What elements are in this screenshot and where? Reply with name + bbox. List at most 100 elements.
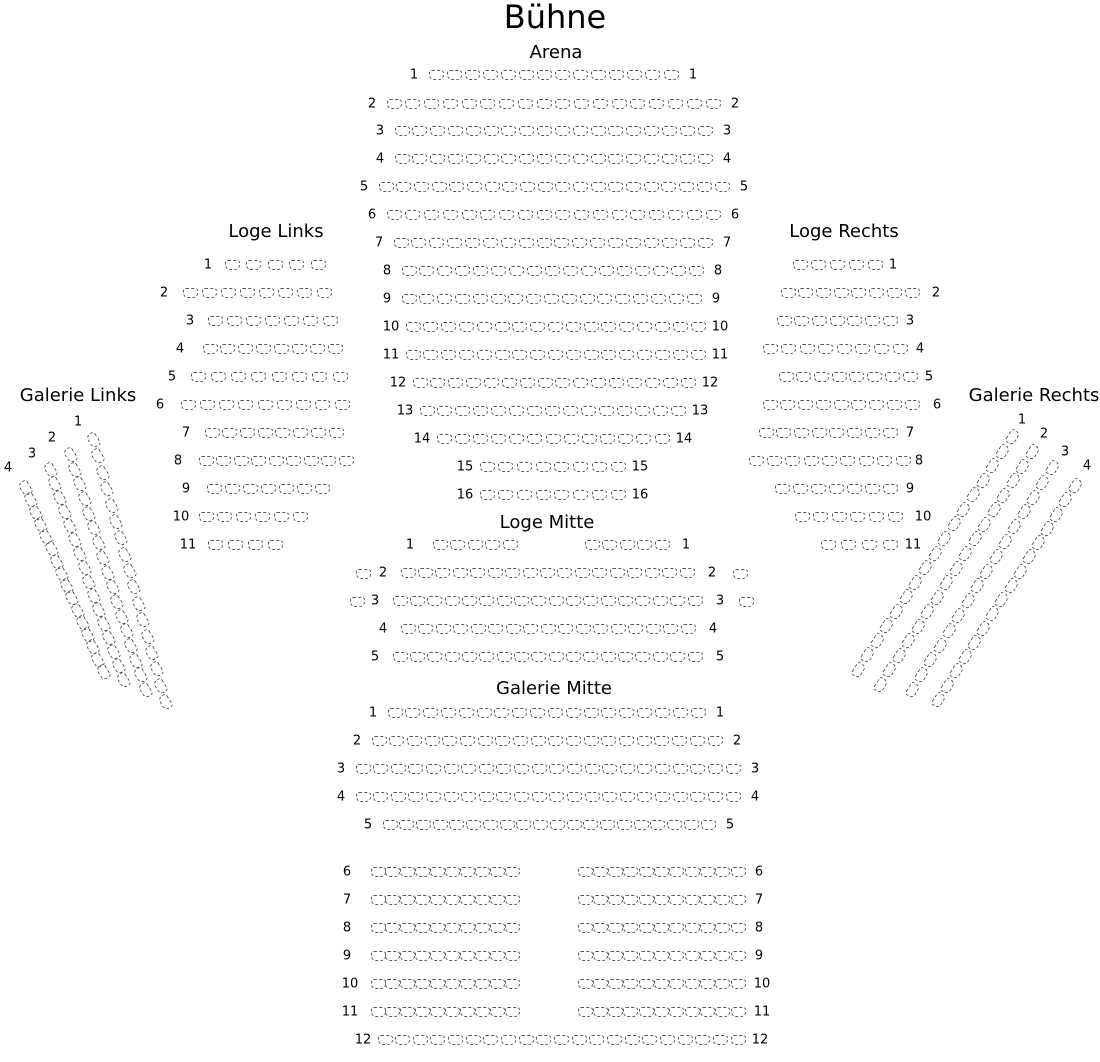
seat[interactable] xyxy=(531,652,547,662)
seat[interactable] xyxy=(509,266,525,276)
seat[interactable] xyxy=(887,512,903,522)
seat[interactable] xyxy=(591,70,607,80)
seat[interactable] xyxy=(858,456,874,466)
seat[interactable] xyxy=(618,652,634,662)
seat[interactable] xyxy=(489,867,505,877)
seat[interactable] xyxy=(690,322,706,332)
seat[interactable] xyxy=(522,568,538,578)
seat[interactable] xyxy=(444,652,460,662)
seat[interactable] xyxy=(748,456,764,466)
seat[interactable] xyxy=(712,1035,728,1045)
seat[interactable] xyxy=(895,456,911,466)
seat[interactable] xyxy=(292,512,308,522)
seat[interactable] xyxy=(500,70,516,80)
seat[interactable] xyxy=(314,484,330,494)
seat[interactable] xyxy=(401,294,417,304)
seat[interactable] xyxy=(672,350,688,360)
seat[interactable] xyxy=(427,596,443,606)
seat[interactable] xyxy=(566,792,582,802)
seat[interactable] xyxy=(583,708,599,718)
seat[interactable] xyxy=(378,182,394,192)
seat[interactable] xyxy=(490,294,506,304)
seat[interactable] xyxy=(385,923,401,933)
seat[interactable] xyxy=(498,490,514,500)
seat[interactable] xyxy=(201,288,217,298)
seat[interactable] xyxy=(581,434,597,444)
seat[interactable] xyxy=(828,484,844,494)
seat[interactable] xyxy=(454,434,470,444)
seat[interactable] xyxy=(888,602,905,621)
seat[interactable] xyxy=(118,622,135,641)
seat[interactable] xyxy=(442,99,458,109)
seat[interactable] xyxy=(216,456,231,466)
seat[interactable] xyxy=(955,500,973,519)
seat[interactable] xyxy=(509,434,525,444)
seat[interactable] xyxy=(310,428,326,438)
seat[interactable] xyxy=(396,182,412,192)
seat[interactable] xyxy=(245,316,261,326)
seat[interactable] xyxy=(500,238,516,248)
seat[interactable] xyxy=(480,99,496,109)
seat[interactable] xyxy=(663,624,678,634)
seat[interactable] xyxy=(642,1035,658,1045)
seat[interactable] xyxy=(684,895,700,905)
seat[interactable] xyxy=(501,126,517,136)
seat[interactable] xyxy=(609,70,625,80)
seat[interactable] xyxy=(207,316,223,326)
seat[interactable] xyxy=(730,1007,746,1017)
seat[interactable] xyxy=(636,736,652,746)
seat[interactable] xyxy=(608,951,624,961)
seat[interactable] xyxy=(584,792,600,802)
seat[interactable] xyxy=(444,951,460,961)
seat[interactable] xyxy=(705,99,721,109)
seat[interactable] xyxy=(449,820,465,830)
seat[interactable] xyxy=(644,568,660,578)
seat[interactable] xyxy=(867,372,883,382)
seat[interactable] xyxy=(435,568,451,578)
seat[interactable] xyxy=(496,792,512,802)
seat[interactable] xyxy=(679,568,695,578)
seat[interactable] xyxy=(385,951,401,961)
seat[interactable] xyxy=(517,99,533,109)
seat[interactable] xyxy=(909,617,927,636)
seat[interactable] xyxy=(699,923,715,933)
seat[interactable] xyxy=(633,820,649,830)
seat[interactable] xyxy=(1057,491,1075,510)
seat[interactable] xyxy=(289,260,304,270)
seat[interactable] xyxy=(600,596,616,606)
seat[interactable] xyxy=(820,540,836,550)
seat[interactable] xyxy=(583,736,599,746)
seat[interactable] xyxy=(297,288,313,298)
seat[interactable] xyxy=(833,288,849,298)
seat[interactable] xyxy=(418,624,433,634)
seat[interactable] xyxy=(474,895,490,905)
seat[interactable] xyxy=(608,238,624,248)
seat[interactable] xyxy=(505,568,521,578)
seat[interactable] xyxy=(476,322,492,332)
seat[interactable] xyxy=(561,294,577,304)
seat[interactable] xyxy=(545,434,561,444)
seat[interactable] xyxy=(623,951,639,961)
seat[interactable] xyxy=(644,154,660,164)
seat[interactable] xyxy=(668,294,684,304)
seat[interactable] xyxy=(461,792,477,802)
seat[interactable] xyxy=(573,462,589,472)
seat[interactable] xyxy=(268,456,284,466)
seat[interactable] xyxy=(868,512,884,522)
seat[interactable] xyxy=(810,484,826,494)
seat[interactable] xyxy=(897,588,915,607)
seat[interactable] xyxy=(470,568,486,578)
seat[interactable] xyxy=(813,372,829,382)
seat[interactable] xyxy=(265,316,280,326)
seat[interactable] xyxy=(654,434,670,444)
seat[interactable] xyxy=(504,951,520,961)
seat[interactable] xyxy=(441,322,457,332)
seat[interactable] xyxy=(501,154,517,164)
seat[interactable] xyxy=(370,923,386,933)
seat[interactable] xyxy=(649,210,665,220)
seat[interactable] xyxy=(499,99,515,109)
seat[interactable] xyxy=(730,1035,746,1045)
seat[interactable] xyxy=(672,764,688,774)
seat[interactable] xyxy=(811,316,827,326)
seat[interactable] xyxy=(400,895,416,905)
